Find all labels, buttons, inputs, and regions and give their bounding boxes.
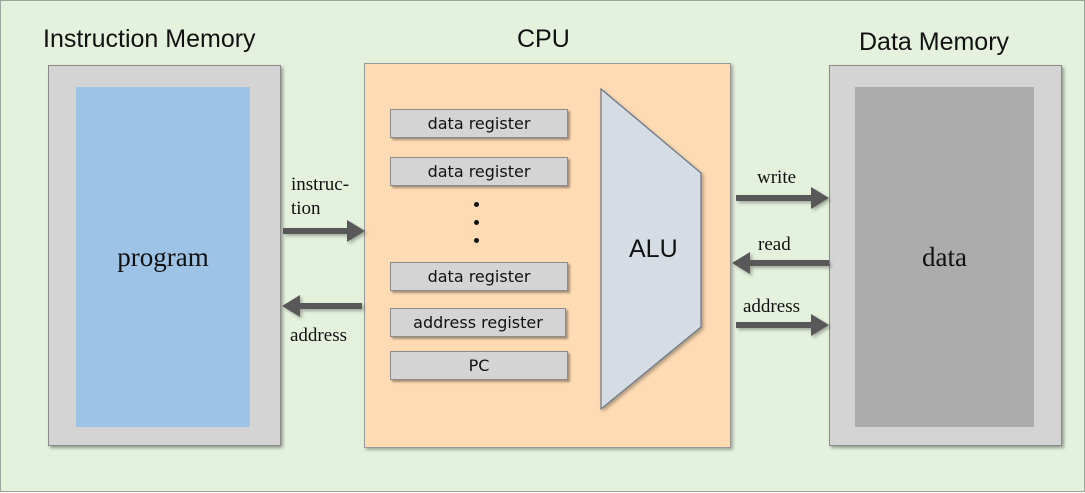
instruction-memory-box: program — [48, 65, 281, 446]
data-area: data — [855, 87, 1034, 427]
ellipsis-dot — [474, 220, 479, 225]
address-left-label: address — [290, 325, 347, 346]
address-right-arrow — [736, 314, 829, 336]
data-memory-box: data — [829, 65, 1062, 446]
write-label: write — [757, 167, 797, 188]
alu-label: ALU — [629, 235, 678, 263]
alu-shape — [600, 87, 702, 411]
data-label: data — [922, 241, 967, 272]
program-area: program — [76, 87, 250, 427]
write-arrow — [736, 187, 829, 209]
data-register-1: data register — [390, 109, 568, 138]
instruction-memory-title: Instruction Memory — [43, 25, 256, 53]
address-right-label: address — [743, 296, 800, 317]
ellipsis-dot — [474, 202, 479, 207]
data-memory-title: Data Memory — [859, 28, 1010, 56]
data-register-3: data register — [390, 262, 568, 291]
read-label: read — [758, 234, 791, 255]
instruction-arrow — [283, 220, 365, 242]
pc-register: PC — [390, 351, 568, 380]
cpu-title: CPU — [517, 25, 570, 53]
ellipsis-dot — [474, 238, 479, 243]
instruction-label-line1: instruc- — [291, 174, 350, 195]
data-register-2: data register — [390, 157, 568, 186]
read-arrow — [732, 252, 829, 274]
program-label: program — [117, 241, 209, 272]
address-register: address register — [390, 308, 566, 337]
instruction-label-line2: tion — [291, 198, 321, 219]
address-left-arrow — [282, 295, 362, 317]
